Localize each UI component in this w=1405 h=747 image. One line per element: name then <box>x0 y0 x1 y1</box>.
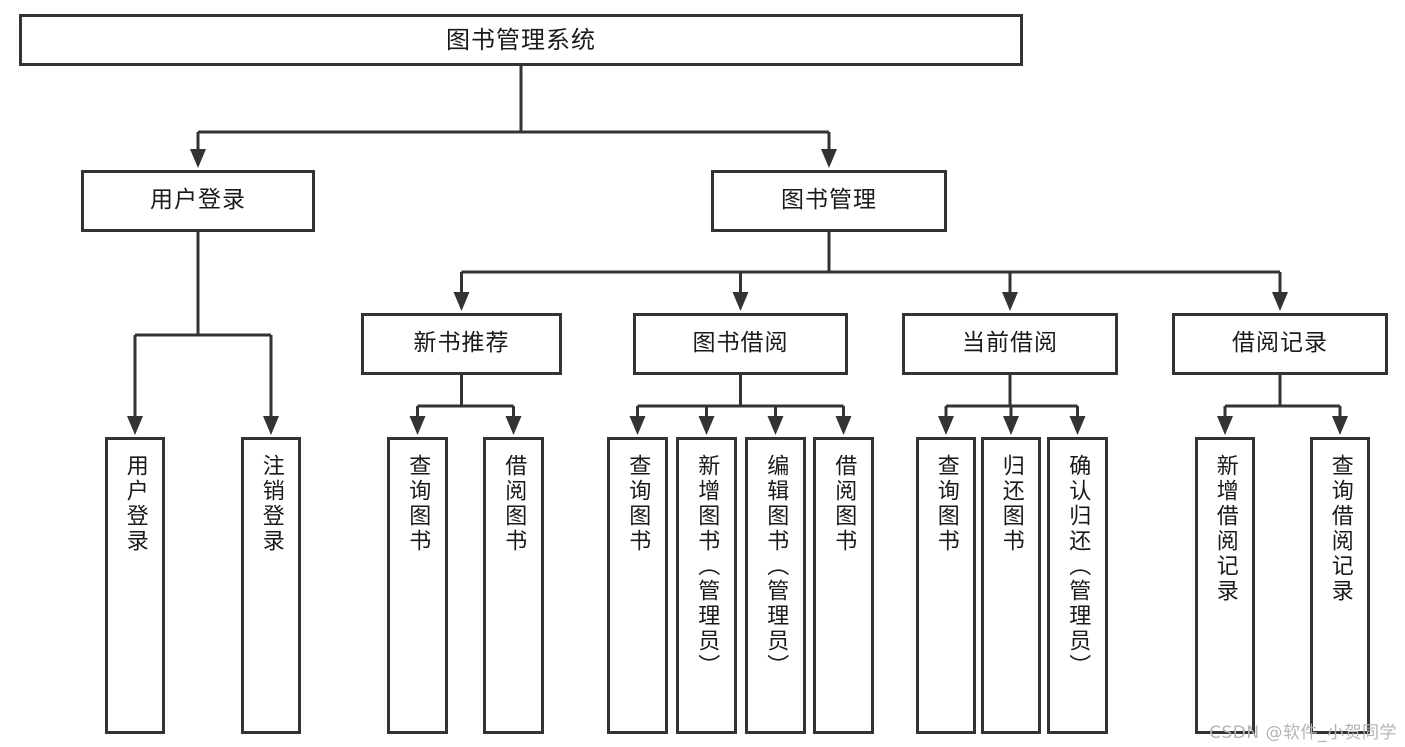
connector-arrow-book-management-to-level2-2 <box>1002 292 1018 311</box>
node-leaf-return-book[interactable]: 归还图书 <box>981 437 1041 734</box>
node-label: 图书管理系统 <box>446 25 596 54</box>
node-root[interactable]: 图书管理系统 <box>19 14 1023 66</box>
node-label: 查询图书 <box>625 454 651 554</box>
connector-arrow-book-borrow-to-leaves-0 <box>629 416 646 435</box>
node-label: 查询图书 <box>405 454 431 554</box>
node-user-login[interactable]: 用户登录 <box>81 170 315 232</box>
connector-arrow-book-borrow-to-leaves-2 <box>767 416 784 435</box>
watermark: CSDN @软件_小贺同学 <box>1209 723 1397 743</box>
connector-arrow-book-management-to-level2-1 <box>732 292 749 311</box>
node-label: 编辑图书（管理员） <box>763 454 789 679</box>
node-label: 用户登录 <box>150 187 246 214</box>
node-label: 查询图书 <box>933 454 959 554</box>
node-leaf-borrow-book-recommend[interactable]: 借阅图书 <box>483 437 544 734</box>
node-new-book-recommend[interactable]: 新书推荐 <box>361 313 562 375</box>
node-label: 借阅图书 <box>501 454 527 554</box>
connector-arrow-root-to-level1-0 <box>190 149 206 168</box>
node-current-borrow[interactable]: 当前借阅 <box>902 313 1118 375</box>
connector-arrow-book-management-to-level2-3 <box>1272 292 1288 311</box>
connector-arrow-borrow-record-to-leaves-1 <box>1332 416 1348 435</box>
node-book-borrow[interactable]: 图书借阅 <box>633 313 848 375</box>
connector-arrow-new-book-recommend-to-leaves-1 <box>505 416 522 435</box>
connector-arrow-user-login-to-leaves-1 <box>263 416 279 435</box>
node-leaf-query-book-borrow[interactable]: 查询图书 <box>607 437 668 734</box>
connector-arrow-user-login-to-leaves-0 <box>127 416 143 435</box>
node-label: 查询借阅记录 <box>1327 454 1353 604</box>
node-label: 新增图书（管理员） <box>694 454 720 679</box>
node-label: 确认归还（管理员） <box>1065 454 1091 679</box>
node-leaf-confirm-return[interactable]: 确认归还（管理员） <box>1047 437 1108 734</box>
node-leaf-add-borrow-record[interactable]: 新增借阅记录 <box>1195 437 1255 734</box>
node-label: 借阅记录 <box>1232 330 1328 357</box>
connector-arrow-root-to-level1-1 <box>821 149 837 168</box>
node-leaf-add-book[interactable]: 新增图书（管理员） <box>676 437 737 734</box>
node-label: 归还图书 <box>998 454 1024 554</box>
node-leaf-query-borrow-record[interactable]: 查询借阅记录 <box>1310 437 1370 734</box>
node-leaf-query-book-recommend[interactable]: 查询图书 <box>387 437 448 734</box>
node-label: 图书管理 <box>781 187 877 214</box>
node-label: 注销登录 <box>258 454 284 554</box>
node-leaf-user-login[interactable]: 用户登录 <box>105 437 165 734</box>
connector-arrow-current-borrow-to-leaves-1 <box>1003 416 1019 435</box>
node-label: 借阅图书 <box>831 454 857 554</box>
node-borrow-record[interactable]: 借阅记录 <box>1172 313 1388 375</box>
node-leaf-query-book-current[interactable]: 查询图书 <box>916 437 976 734</box>
connector-arrow-book-borrow-to-leaves-1 <box>698 416 715 435</box>
connector-arrow-borrow-record-to-leaves-0 <box>1217 416 1233 435</box>
node-leaf-edit-book[interactable]: 编辑图书（管理员） <box>745 437 806 734</box>
connector-arrow-book-management-to-level2-0 <box>453 292 470 311</box>
node-book-management[interactable]: 图书管理 <box>711 170 947 232</box>
connector-arrow-new-book-recommend-to-leaves-0 <box>409 416 426 435</box>
node-label: 当前借阅 <box>962 330 1058 357</box>
node-label: 用户登录 <box>122 454 148 554</box>
connector-arrow-current-borrow-to-leaves-2 <box>1069 416 1086 435</box>
connector-arrow-book-borrow-to-leaves-3 <box>835 416 852 435</box>
node-leaf-user-logout[interactable]: 注销登录 <box>241 437 301 734</box>
node-label: 新书推荐 <box>413 330 510 357</box>
node-leaf-borrow-book[interactable]: 借阅图书 <box>813 437 874 734</box>
node-label: 图书借阅 <box>692 330 789 357</box>
connector-arrow-current-borrow-to-leaves-0 <box>938 416 954 435</box>
node-label: 新增借阅记录 <box>1212 454 1238 604</box>
